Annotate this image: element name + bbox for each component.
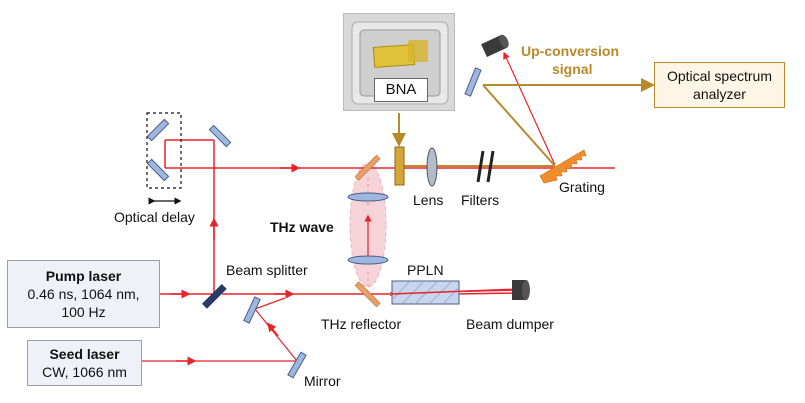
up-conversion-label-line2: signal <box>552 61 593 77</box>
seed-beam-path <box>142 297 298 362</box>
osa-label-line2: analyzer <box>693 86 746 102</box>
grating-label: Grating <box>559 179 605 195</box>
beam-arrows <box>170 163 301 366</box>
detector-cylinder <box>481 34 509 57</box>
pump-laser-spec-2: 100 Hz <box>61 304 106 320</box>
optical-delay-box <box>146 112 182 189</box>
osa-label-line1: Optical spectrum <box>666 68 773 84</box>
mirror-top-right <box>464 67 482 97</box>
delay-mirror-bottom <box>146 158 170 182</box>
bna-sample-photo: BNA <box>343 13 455 111</box>
seed-laser-spec: CW, 1066 nm <box>42 364 127 380</box>
thz-wave-label: THz wave <box>270 219 334 235</box>
thz-lenses <box>347 192 389 265</box>
bna-label: BNA <box>374 78 428 102</box>
seed-laser-box: Seed laser CW, 1066 nm <box>27 340 142 386</box>
delay-mirror-right <box>208 124 232 148</box>
mirrors <box>146 67 482 379</box>
optical-spectrum-analyzer-box: Optical spectrum analyzer <box>654 62 785 108</box>
pump-laser-title: Pump laser <box>45 268 122 284</box>
grating <box>539 149 587 184</box>
lens-label: Lens <box>413 192 444 208</box>
beam-splitter <box>201 283 227 309</box>
delay-mirror-top <box>146 118 170 142</box>
filters <box>476 150 495 183</box>
reflected-return-beam <box>503 51 556 166</box>
thz-reflector-label: THz reflector <box>321 316 402 332</box>
beam-dumper-label: Beam dumper <box>466 316 554 332</box>
beam-dumper <box>512 280 530 300</box>
optical-delay-label: Optical delay <box>114 209 195 225</box>
ppln-label: PPLN <box>407 262 444 278</box>
seed-laser-title: Seed laser <box>49 346 120 362</box>
filters-label: Filters <box>461 192 500 208</box>
pump-laser-spec-1: 0.46 ns, 1064 nm, <box>27 286 140 302</box>
seed-mirror-a <box>243 296 261 324</box>
up-conversion-label-line1: Up-conversion <box>521 43 620 59</box>
beam-splitter-label: Beam splitter <box>226 262 308 278</box>
thz-reflectors <box>354 154 381 308</box>
mirror-label: Mirror <box>304 373 341 389</box>
lens <box>426 147 438 187</box>
pump-laser-box: Pump laser 0.46 ns, 1064 nm, 100 Hz <box>7 260 160 328</box>
mirror-bottom <box>287 351 307 379</box>
bna-crystal <box>394 146 405 186</box>
